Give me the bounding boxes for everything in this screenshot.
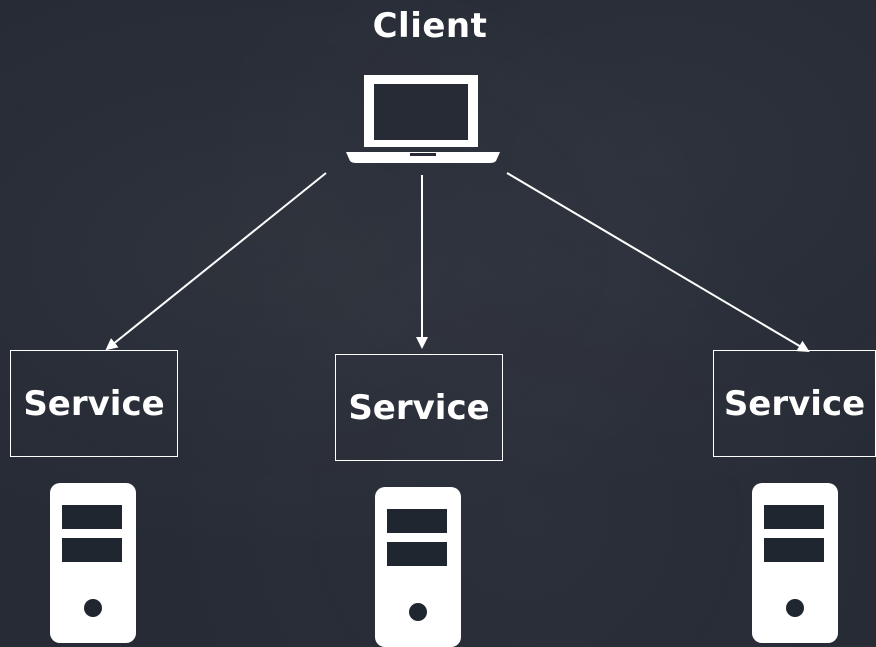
server-icon [50,483,136,643]
server-icon [752,483,838,643]
service-label: Service [348,387,490,428]
service-label: Service [723,383,866,424]
laptop-notch [410,153,436,156]
client-title: Client [372,6,488,46]
server-icon [375,487,461,647]
service-label: Service [23,383,165,424]
laptop-screen [374,84,468,140]
service-box-2: Service [335,354,503,461]
laptop-icon [346,75,500,163]
service-box-1: Service [10,350,178,457]
service-box-3: Service [713,350,876,457]
arrow-client-to-service-1 [105,172,327,351]
arrow-client-to-service-3 [506,172,810,353]
laptop-base [346,152,500,163]
